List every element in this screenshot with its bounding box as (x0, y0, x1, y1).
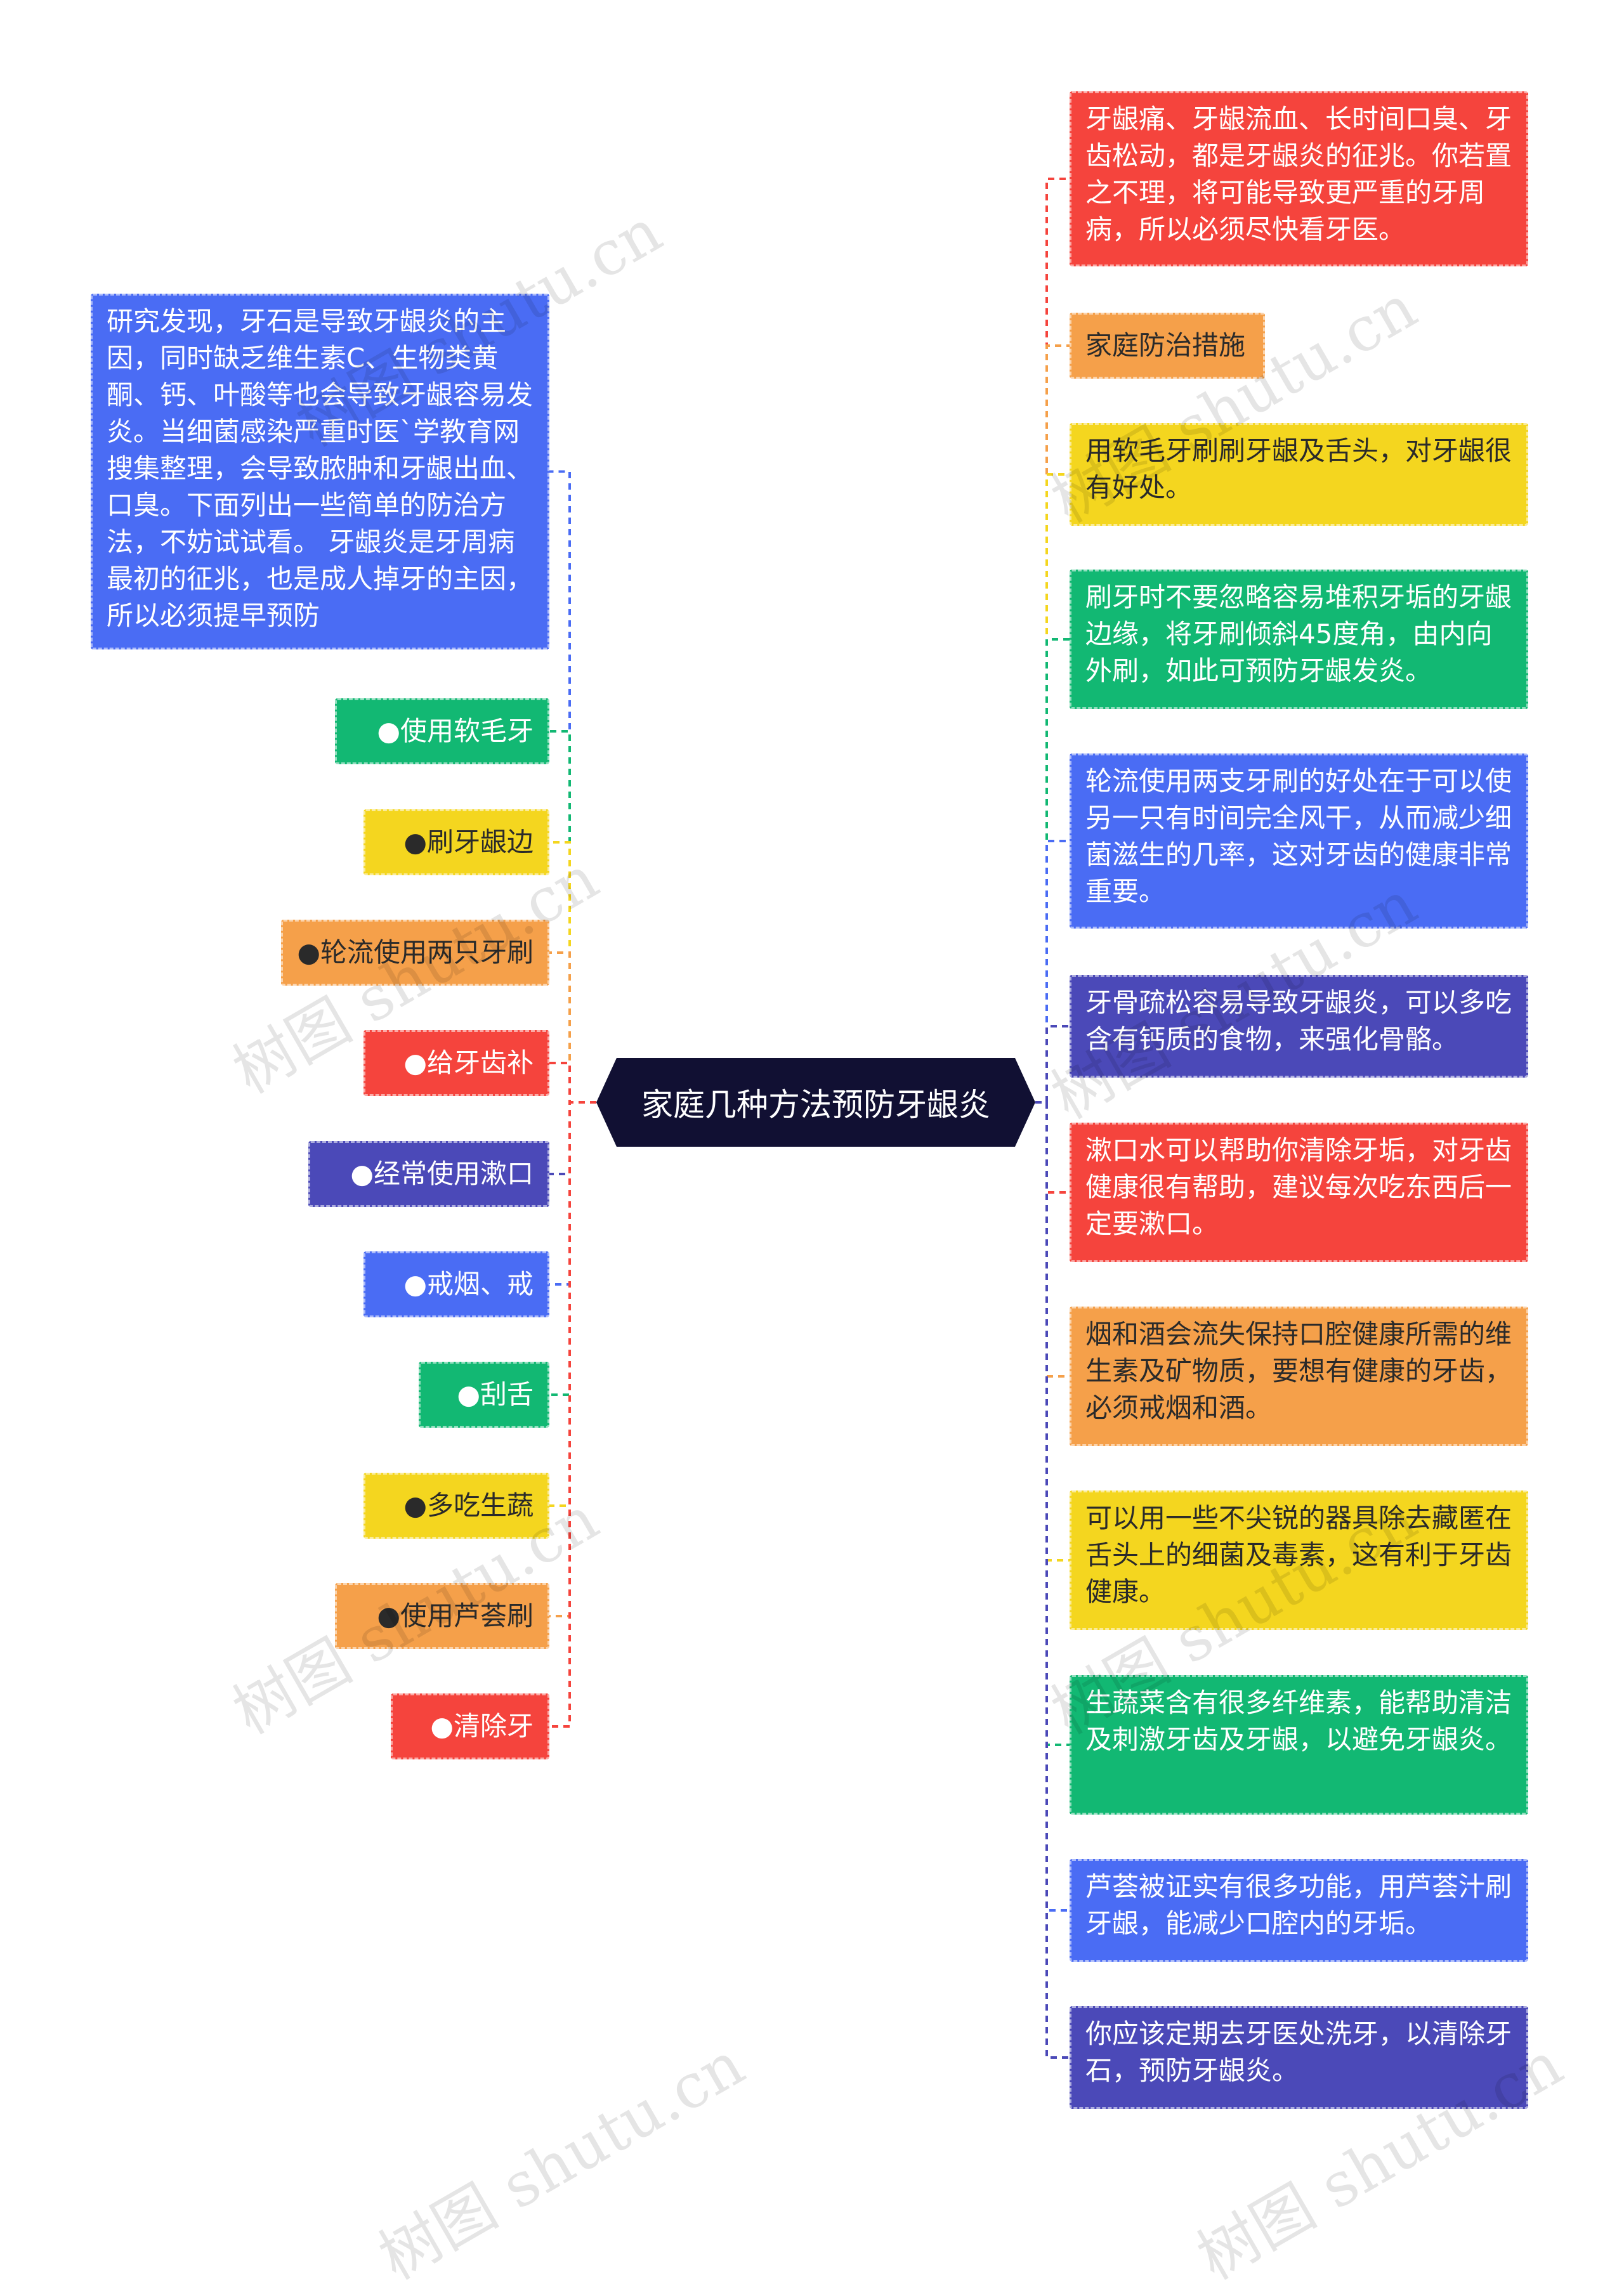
left-connector (549, 951, 596, 1104)
right-note-gum-line[interactable]: 刷牙时不要忽略容易堆积牙垢的牙龈边缘，将牙刷倾斜45度角，由内向外刷，如此可预防… (1070, 570, 1528, 709)
left-item-scrape-tongue[interactable]: ●刮舌头 (419, 1362, 549, 1428)
left-item-quit-smoking-drinking[interactable]: ●戒烟、戒酒 (363, 1251, 549, 1317)
connector-lines (549, 178, 1070, 2059)
right-note-cleaning[interactable]: 你应该定期去牙医处洗牙，以清除牙石，预防牙龈炎。 (1070, 2006, 1528, 2109)
right-connector (1035, 1101, 1070, 1562)
left-connector (549, 730, 596, 1104)
left-connector (549, 1101, 596, 1396)
left-item-brush-gum-line[interactable]: ●刷牙龈边缘 (363, 809, 549, 875)
intro-text: 研究发现，牙石是导致牙龈炎的主因，同时缺乏维生素C、生物类黄酮、钙、叶酸等也会导… (107, 306, 534, 631)
right-connector (1035, 344, 1070, 1104)
left-connector (549, 470, 596, 1104)
right-note-soft-brush[interactable]: 用软毛牙刷刷牙龈及舌头，对牙龈很有好处。 (1070, 423, 1528, 526)
left-connector (549, 1101, 596, 1286)
right-connector (1035, 1025, 1070, 1104)
right-note-calcium[interactable]: 牙骨疏松容易导致牙龈炎，可以多吃含有钙质的食物，来强化骨骼。 (1070, 975, 1528, 1078)
left-connector (549, 1062, 596, 1104)
right-connector (1035, 1101, 1070, 1378)
right-connector (1035, 840, 1070, 1104)
right-connector (1035, 473, 1070, 1104)
right-connector (1035, 1101, 1070, 1194)
right-note-tongue[interactable]: 可以用一些不尖锐的器具除去藏匿在舌头上的细菌及毒素，这有利于牙齿健康。 (1070, 1490, 1528, 1630)
right-connector (1035, 1101, 1070, 1746)
right-note-two-brushes[interactable]: 轮流使用两支牙刷的好处在于可以使另一只有时间完全风干，从而减少细菌滋生的几率，这… (1070, 753, 1528, 929)
left-connector (549, 1101, 596, 1175)
right-connector (1035, 1101, 1070, 2059)
left-item-raw-vegetables[interactable]: ●多吃生蔬菜 (363, 1473, 549, 1539)
central-topic[interactable]: 家庭几种方法预防牙龈炎 (596, 1058, 1035, 1147)
right-note-aloe[interactable]: 芦荟被证实有很多功能，用芦荟汁刷牙龈，能减少口腔内的牙垢。 (1070, 1859, 1528, 1962)
left-connector (549, 1101, 596, 1617)
right-note-home-measures[interactable]: 家庭防治措施 (1070, 313, 1265, 379)
right-note-smoking-alcohol[interactable]: 烟和酒会流失保持口腔健康所需的维生素及矿物质，要想有健康的牙齿，必须戒烟和酒。 (1070, 1307, 1528, 1446)
right-connector (1035, 1101, 1070, 1912)
left-item-calcium[interactable]: ●给牙齿补钙 (363, 1030, 549, 1096)
right-note-symptoms[interactable]: 牙龈痛、牙龈流血、长时间口臭、牙齿松动，都是牙龈炎的征兆。你若置之不理，将可能导… (1070, 91, 1528, 266)
left-connector (549, 841, 596, 1104)
left-item-aloe-brushing[interactable]: ●使用芦荟刷牙 (335, 1583, 549, 1649)
left-connector (549, 1101, 596, 1507)
right-note-mouthwash[interactable]: 漱口水可以帮助你清除牙垢，对牙齿健康很有帮助，建议每次吃东西后一定要漱口。 (1070, 1123, 1528, 1262)
intro-node[interactable]: 研究发现，牙石是导致牙龈炎的主因，同时缺乏维生素C、生物类黄酮、钙、叶酸等也会导… (91, 294, 549, 649)
left-item-mouthwash[interactable]: ●经常使用漱口水 (308, 1141, 549, 1207)
right-note-vegetables[interactable]: 生蔬菜含有很多纤维素，能帮助清洁及刺激牙齿及牙龈，以避免牙龈炎。 (1070, 1675, 1528, 1815)
right-connector (1035, 638, 1070, 1104)
left-item-soft-brush[interactable]: ●使用软毛牙刷 (335, 698, 549, 764)
central-topic-label: 家庭几种方法预防牙龈炎 (641, 1086, 990, 1123)
left-connector (549, 1101, 596, 1728)
left-item-alternate-brushes[interactable]: ●轮流使用两只牙刷 (281, 920, 549, 986)
left-item-remove-tartar[interactable]: ●清除牙石 (391, 1693, 549, 1759)
